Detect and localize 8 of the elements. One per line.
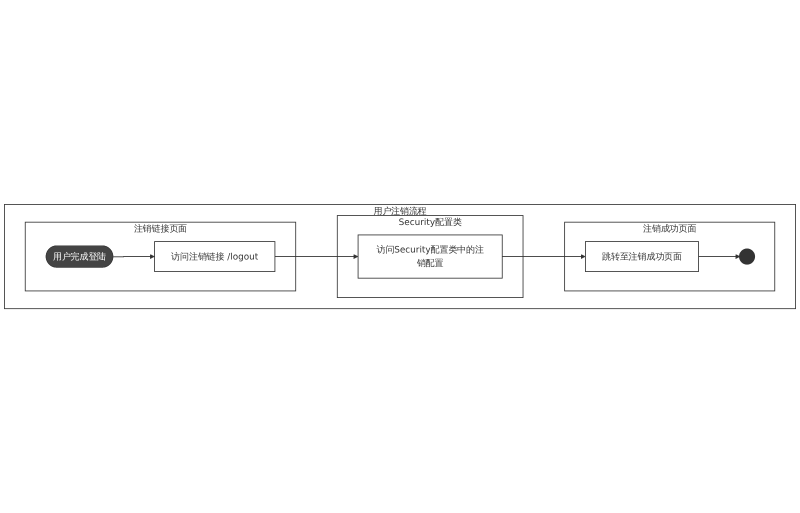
arrow bbox=[698, 254, 740, 259]
node-box: 访问Security配置类中的注销配置 bbox=[358, 234, 503, 279]
node-circle bbox=[739, 248, 756, 265]
arrow bbox=[502, 254, 586, 259]
node-box: 跳转至注销成功页面 bbox=[585, 241, 699, 272]
arrow bbox=[274, 254, 358, 259]
arrow bbox=[112, 254, 155, 259]
node-box: 访问注销链接 /logout bbox=[154, 241, 276, 272]
